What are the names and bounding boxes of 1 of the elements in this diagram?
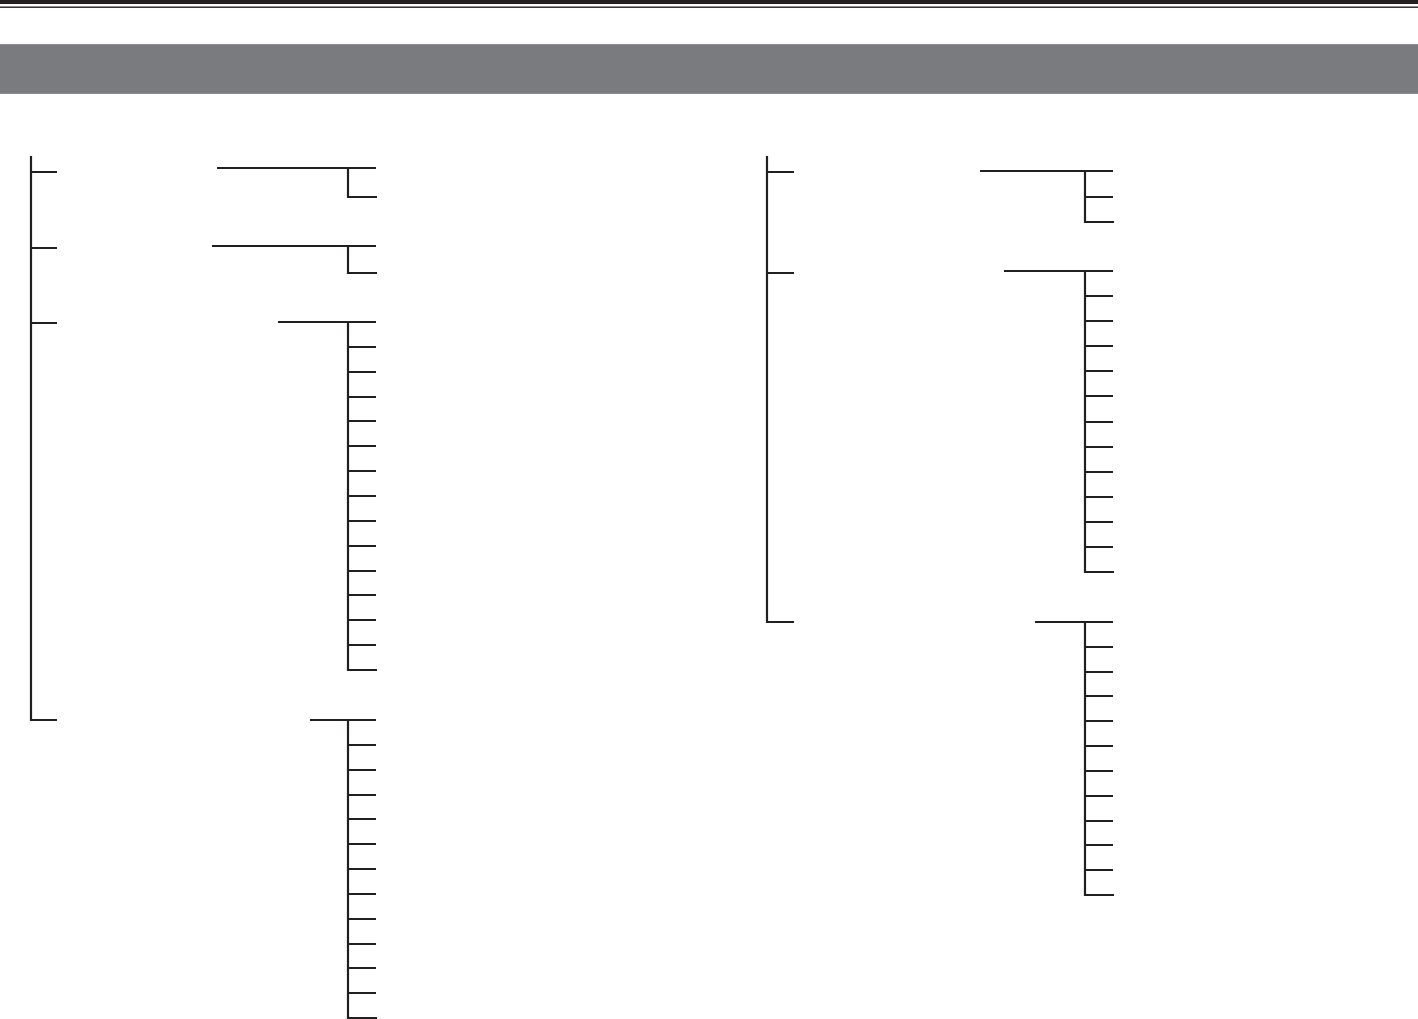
header-band [0,44,1418,94]
